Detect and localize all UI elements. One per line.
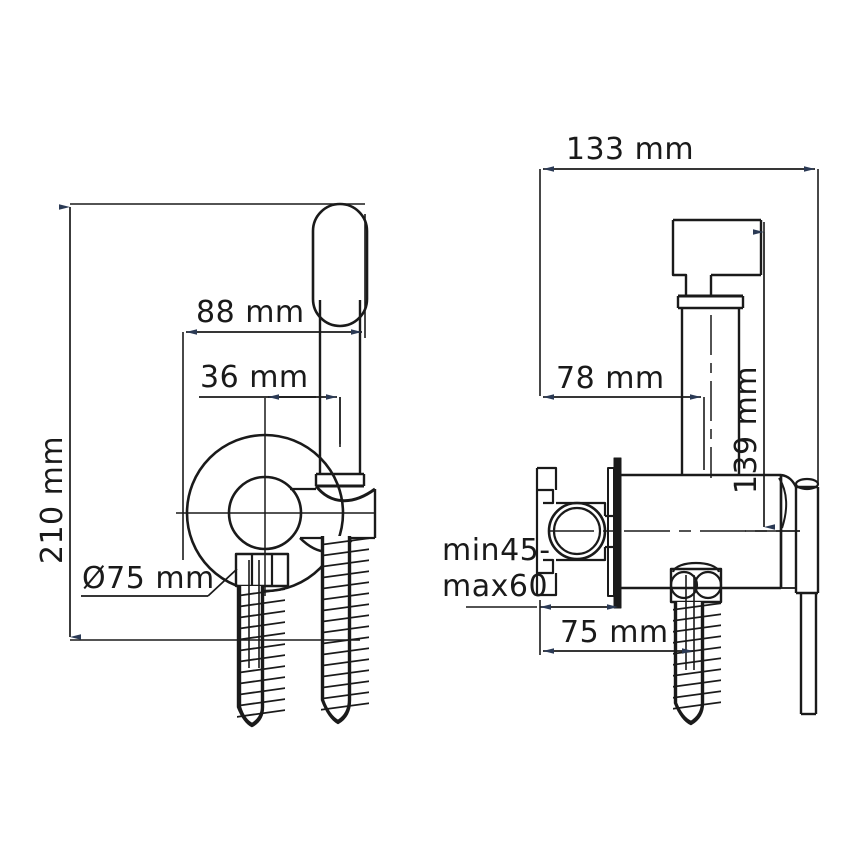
dim-78 xyxy=(543,394,705,470)
flexible-hose-right xyxy=(320,536,369,725)
wand-stick xyxy=(799,593,818,716)
side-view-geometry xyxy=(535,218,820,726)
label-139mm: 139 mm xyxy=(729,366,764,494)
label-minmax-line2: max60 xyxy=(442,569,548,604)
label-36mm: 36 mm xyxy=(200,360,309,395)
front-view-dimensions xyxy=(59,203,366,641)
label-133mm: 133 mm xyxy=(566,132,694,167)
dim-88 xyxy=(182,214,366,560)
hose-nut-side xyxy=(669,562,723,604)
label-75mm: 75 mm xyxy=(560,615,669,650)
dim-210 xyxy=(59,203,365,641)
dim-75-side xyxy=(539,600,693,655)
label-78mm: 78 mm xyxy=(556,361,665,396)
handle-block xyxy=(671,218,763,296)
wall-plate xyxy=(607,457,622,609)
dimension-labels: 210 mm 88 mm 36 mm Ø75 mm 133 mm 139 mm … xyxy=(35,132,764,650)
dim-diameter-75 xyxy=(81,568,238,597)
front-view-geometry xyxy=(176,202,377,728)
label-diameter-75mm: Ø75 mm xyxy=(82,561,215,596)
label-88mm: 88 mm xyxy=(196,295,305,330)
dim-133 xyxy=(539,166,819,484)
spout-head xyxy=(779,473,820,595)
label-210mm: 210 mm xyxy=(35,436,70,564)
flexible-hose-side xyxy=(673,575,721,726)
riser-column xyxy=(676,294,745,475)
spout-tube xyxy=(314,300,366,488)
side-view-dimensions xyxy=(466,166,819,655)
label-minmax-line1: min45- xyxy=(442,533,551,568)
flexible-hose-left xyxy=(236,560,285,728)
dim-36 xyxy=(199,394,341,447)
hose-nut-left xyxy=(234,552,290,588)
spout-chamfer xyxy=(778,477,788,529)
dim-139 xyxy=(745,222,800,532)
